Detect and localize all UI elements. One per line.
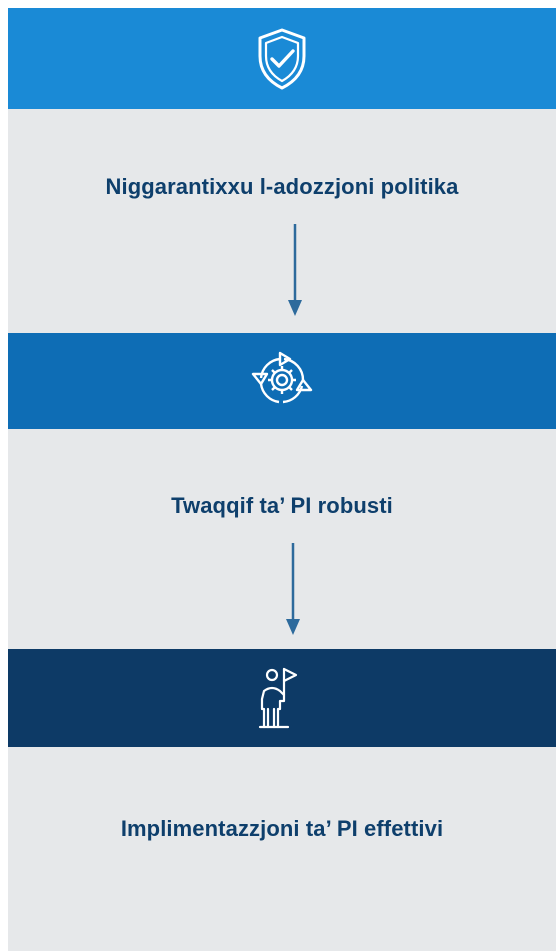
gear-cycle-icon [247,350,317,412]
step-2-header-band [8,333,556,429]
step-3-header-band [8,649,556,747]
step-2-panel [8,429,556,649]
arrow-down-1 [288,224,302,316]
arrow-down-2 [286,543,300,635]
shield-check-icon [252,26,312,92]
person-flag-icon [256,665,308,731]
step-1-header-band [8,8,556,109]
step-3-label: Implimentazzjoni ta’ PI effettivi [120,816,444,841]
step-3-panel [8,747,556,951]
step-1-label: Niggarantixxu l-adozzjoni politika [105,174,459,199]
step-1-panel [8,109,556,333]
step-2-label: Twaqqif ta’ PI robusti [171,493,393,518]
